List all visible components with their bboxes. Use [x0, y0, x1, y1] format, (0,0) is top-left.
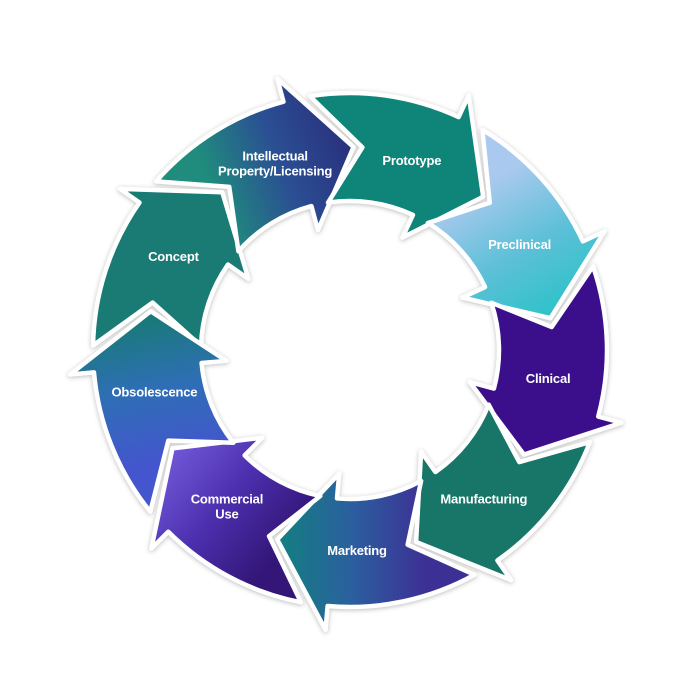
arrow-manufacturing: [413, 402, 593, 583]
label-prototype: Prototype: [382, 153, 441, 168]
arrow-clinical: [467, 264, 624, 457]
arrow-commercial-use: [149, 435, 323, 605]
label-line: Prototype: [382, 153, 441, 168]
label-line: Intellectual: [242, 149, 308, 164]
label-line: Manufacturing: [440, 492, 527, 507]
arrow-prototype: [307, 90, 486, 240]
label-concept: Concept: [148, 249, 199, 264]
label-line: Obsolescence: [112, 385, 198, 400]
label-manufacturing: Manufacturing: [440, 492, 527, 507]
label-line: Preclinical: [488, 237, 551, 252]
label-line: Clinical: [526, 371, 571, 386]
label-clinical: Clinical: [526, 371, 571, 386]
label-line: Concept: [148, 249, 199, 264]
arrow-marketing: [275, 471, 477, 633]
arrows-group: [67, 76, 624, 633]
label-line: Commercial: [191, 492, 263, 507]
label-line: Property/Licensing: [218, 164, 332, 179]
arrow-preclinical: [425, 127, 607, 321]
arrow-intellectual-property-licensing: [153, 76, 356, 254]
label-obsolescence: Obsolescence: [112, 385, 198, 400]
label-line: Marketing: [327, 543, 387, 558]
label-line: Use: [215, 507, 238, 522]
label-preclinical: Preclinical: [488, 237, 551, 252]
label-marketing: Marketing: [327, 543, 387, 558]
arrow-obsolescence: [67, 309, 236, 514]
arrow-concept: [90, 186, 251, 349]
